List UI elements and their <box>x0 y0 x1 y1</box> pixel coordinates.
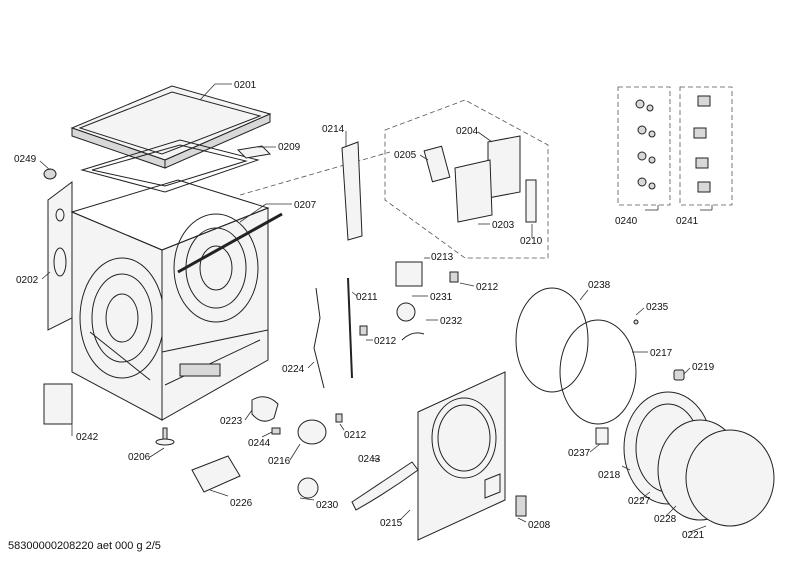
label-0210[interactable]: 0210 <box>520 236 543 247</box>
label-0235[interactable]: 0235 <box>646 302 669 313</box>
document-footer: 58300000208220 aet 000 g 2/5 <box>8 540 161 552</box>
front-panel[interactable] <box>417 371 506 541</box>
cross-rail[interactable] <box>177 212 283 274</box>
base-trim[interactable] <box>351 461 419 511</box>
label-0212a[interactable]: 0212 <box>476 282 499 293</box>
pump-cover[interactable] <box>297 419 327 445</box>
connector-strip[interactable] <box>525 179 537 223</box>
label-0219[interactable]: 0219 <box>692 362 715 373</box>
top-cover[interactable] <box>70 85 272 169</box>
rear-bracket[interactable] <box>236 145 272 159</box>
label-0232[interactable]: 0232 <box>440 316 463 327</box>
label-0212b[interactable]: 0212 <box>374 336 397 347</box>
foot-screw[interactable] <box>155 427 175 446</box>
filter-connector[interactable] <box>449 271 459 283</box>
label-0244[interactable]: 0244 <box>248 438 271 449</box>
small-screw[interactable] <box>633 319 639 325</box>
door-hinge[interactable] <box>595 427 609 445</box>
top-frame[interactable] <box>80 139 260 193</box>
label-0218[interactable]: 0218 <box>598 470 621 481</box>
control-group-outline <box>384 99 549 259</box>
screw-part[interactable] <box>335 413 343 423</box>
bearing-cap[interactable] <box>251 396 279 422</box>
connector-block[interactable] <box>423 145 451 183</box>
label-0224[interactable]: 0224 <box>282 364 305 375</box>
label-0238[interactable]: 0238 <box>588 280 611 291</box>
label-0208[interactable]: 0208 <box>528 520 551 531</box>
label-0221[interactable]: 0221 <box>682 530 705 541</box>
screw-kit-left[interactable] <box>617 86 671 206</box>
label-0216[interactable]: 0216 <box>268 456 291 467</box>
label-0237[interactable]: 0237 <box>568 448 591 459</box>
label-0201[interactable]: 0201 <box>234 80 257 91</box>
part-labels: 0201 0209 0249 0202 0207 0214 0205 0204 … <box>14 80 715 541</box>
base-tray[interactable] <box>191 455 241 493</box>
cable-harness[interactable] <box>313 287 325 389</box>
label-0243[interactable]: 0243 <box>358 454 381 465</box>
clamp-ring[interactable] <box>559 319 637 425</box>
screw-kit-right[interactable] <box>679 86 733 206</box>
label-0203[interactable]: 0203 <box>492 220 515 231</box>
label-0205[interactable]: 0205 <box>394 150 417 161</box>
label-0206[interactable]: 0206 <box>128 452 151 463</box>
label-0213[interactable]: 0213 <box>431 252 454 263</box>
pump-unit[interactable] <box>297 477 319 499</box>
cable-rail[interactable] <box>341 141 363 241</box>
label-0202[interactable]: 0202 <box>16 275 39 286</box>
cap-part[interactable] <box>43 168 57 180</box>
door-lock[interactable] <box>673 369 685 381</box>
label-0242[interactable]: 0242 <box>76 432 99 443</box>
door-outer-ring[interactable] <box>685 429 775 527</box>
label-0231[interactable]: 0231 <box>430 292 453 303</box>
label-0211[interactable]: 0211 <box>356 292 378 303</box>
control-board[interactable] <box>454 159 493 223</box>
interference-filter[interactable] <box>396 302 416 322</box>
label-0209[interactable]: 0209 <box>278 142 301 153</box>
label-0215[interactable]: 0215 <box>380 518 403 529</box>
pressure-switch[interactable] <box>395 261 423 287</box>
label-0230[interactable]: 0230 <box>316 500 339 511</box>
cabinet-housing[interactable] <box>47 179 270 421</box>
label-0217[interactable]: 0217 <box>650 348 673 359</box>
label-0226[interactable]: 0226 <box>230 498 253 509</box>
electronic-module[interactable] <box>487 135 521 199</box>
clip-part[interactable] <box>359 325 368 336</box>
label-0223[interactable]: 0223 <box>220 416 243 427</box>
door-gasket[interactable] <box>515 287 589 393</box>
label-0228[interactable]: 0228 <box>654 514 677 525</box>
label-0227[interactable]: 0227 <box>628 496 651 507</box>
label-0204[interactable]: 0204 <box>456 126 479 137</box>
hose-part[interactable] <box>401 332 425 341</box>
label-0214[interactable]: 0214 <box>322 124 345 135</box>
label-0249[interactable]: 0249 <box>14 154 37 165</box>
label-0207[interactable]: 0207 <box>294 200 317 211</box>
latch-part[interactable] <box>515 495 527 517</box>
label-0241[interactable]: 0241 <box>676 216 699 227</box>
leader-lines <box>39 83 713 533</box>
motor-module[interactable] <box>43 383 73 425</box>
rod-part[interactable] <box>347 277 353 379</box>
label-0212c[interactable]: 0212 <box>344 430 367 441</box>
small-clip[interactable] <box>271 427 281 435</box>
label-0240[interactable]: 0240 <box>615 216 638 227</box>
